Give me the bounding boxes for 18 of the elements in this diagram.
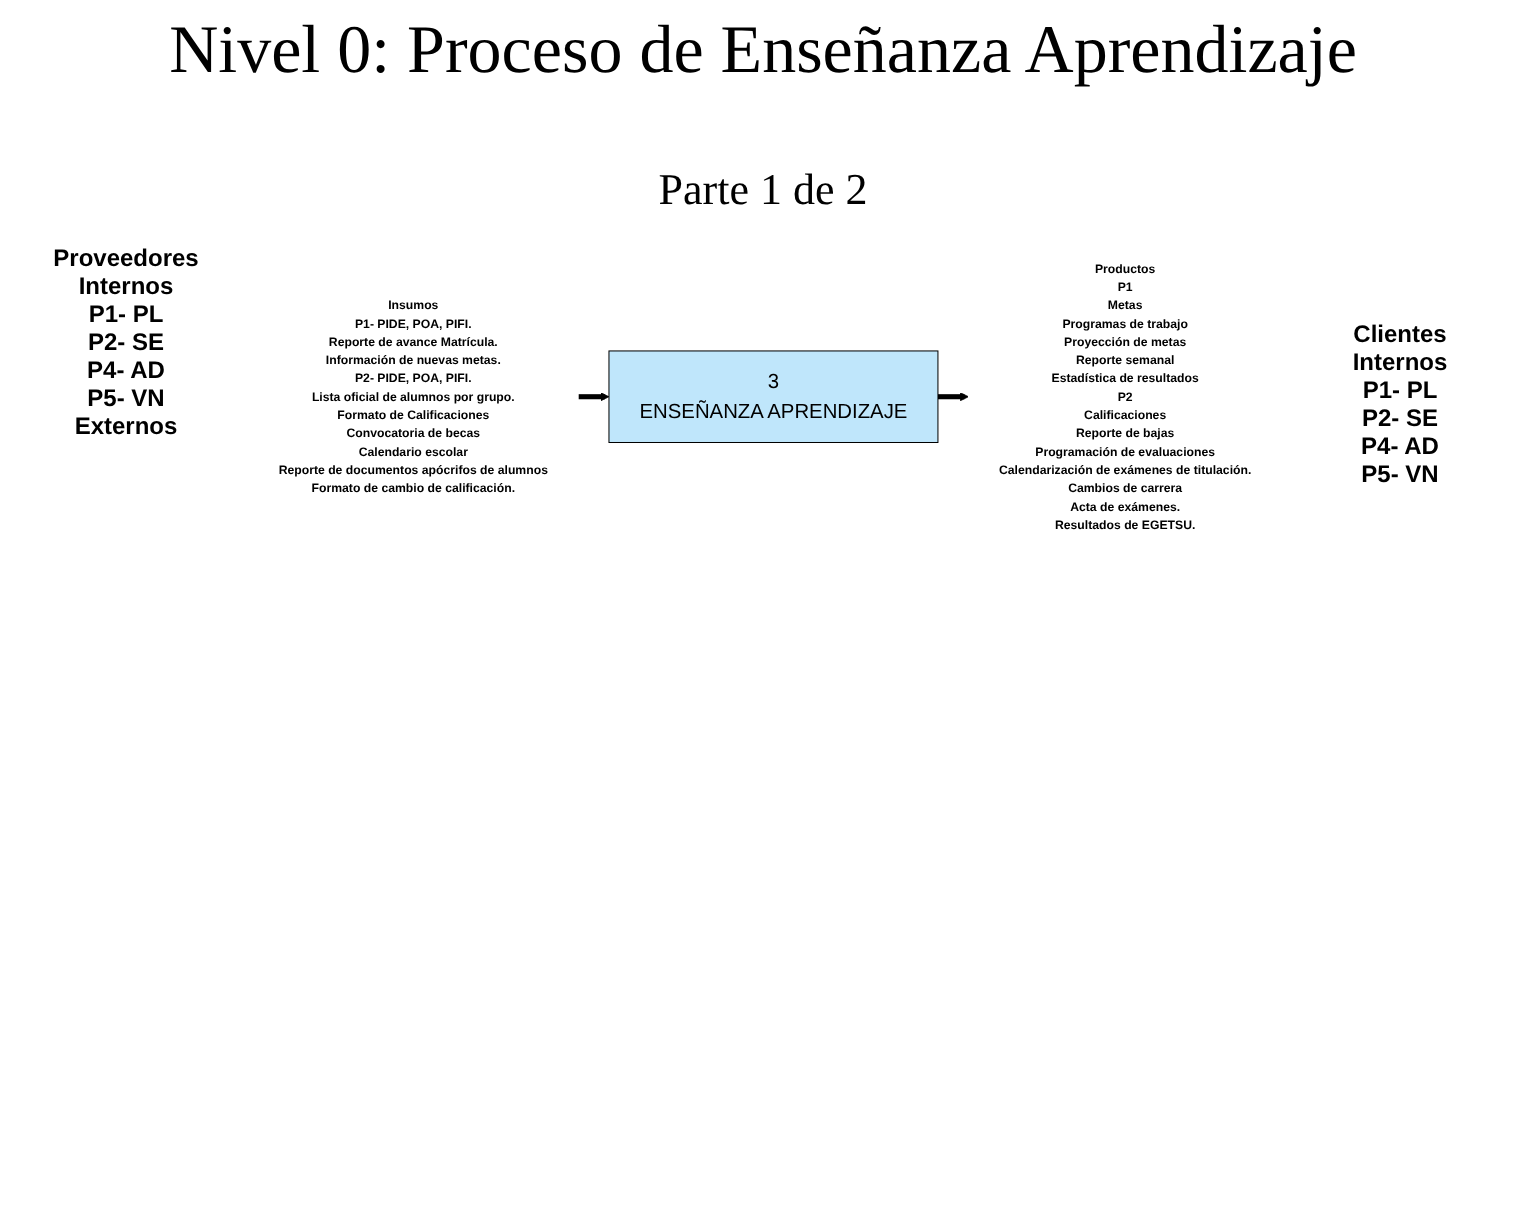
column-heading: Clientes	[1353, 320, 1447, 348]
diagram-title: Nivel 0: Proceso de Enseñanza Aprendizaje	[167, 16, 1359, 88]
column-item: P4- AD	[87, 356, 165, 384]
arrow	[937, 392, 969, 402]
diagram-subtitle: Parte 1 de 2	[656, 164, 870, 216]
column-item: Externos	[74, 412, 178, 440]
column-item: Internos	[1352, 348, 1448, 376]
column-item: P1- PL	[1362, 376, 1438, 404]
arrow	[578, 392, 610, 402]
column-item: P2- SE	[1361, 404, 1438, 432]
column-item: P2- SE	[87, 328, 164, 356]
column-heading: Proveedores	[53, 244, 199, 272]
column-item: P1- PL	[88, 300, 164, 328]
column-item: P5- VN	[87, 384, 165, 412]
column-item: P5- VN	[1361, 460, 1439, 488]
column-item: Internos	[78, 272, 174, 300]
column-item: P4- AD	[1361, 432, 1439, 460]
node-box: 3 ENSEÑANZA APRENDIZAJE	[608, 350, 939, 443]
